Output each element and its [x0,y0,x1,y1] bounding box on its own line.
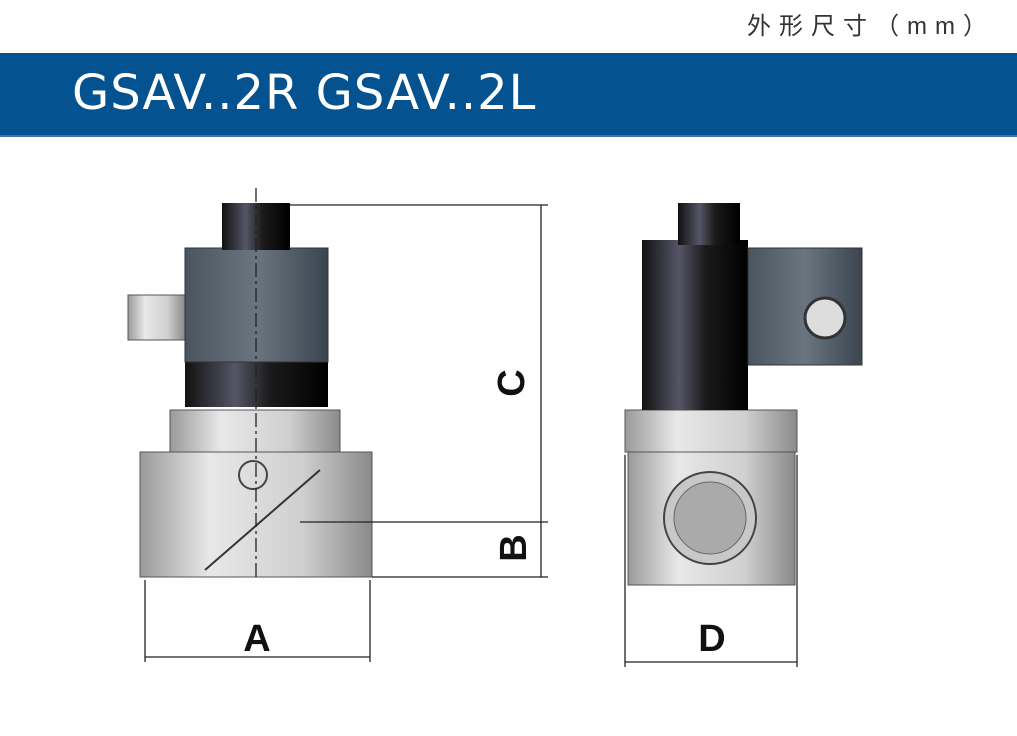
page-title: GSAV..2R GSAV..2L [72,65,537,121]
right-valve-front-view [624,203,863,586]
dimension-b-label: B [493,534,535,561]
dimension-c-label: C [491,369,533,396]
title-banner: GSAV..2R GSAV..2L [0,53,1017,137]
unit-label: 外形尺寸（mm） [747,13,995,40]
left-valve-side-view [127,203,373,578]
dimension-lines [144,188,798,667]
dimension-d-label: D [698,618,725,660]
dimension-a-label: A [243,618,270,660]
